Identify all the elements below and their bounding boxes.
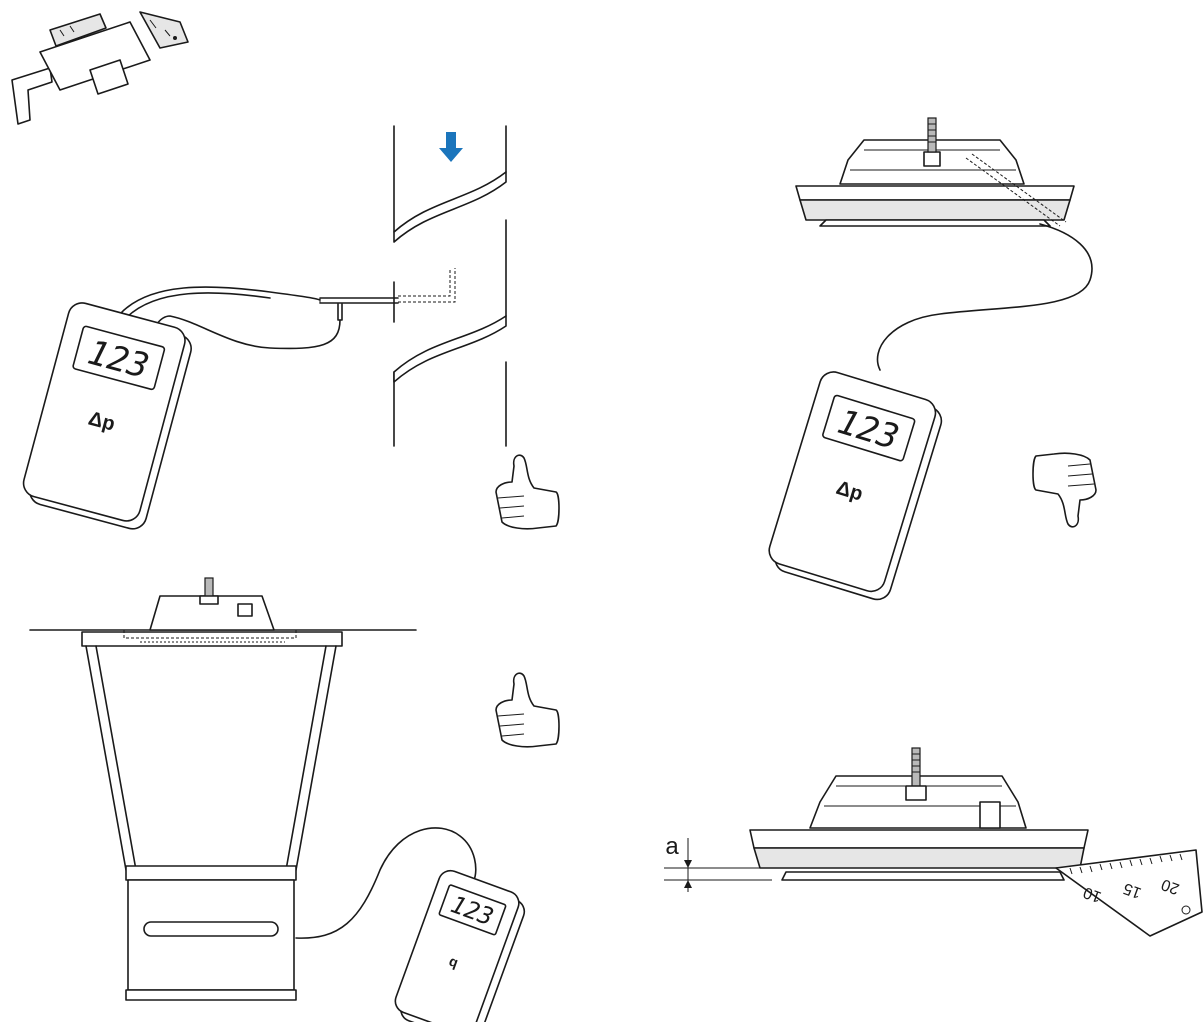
thumbs-up-icon bbox=[496, 455, 559, 529]
thumbs-up-icon bbox=[496, 673, 559, 747]
diffuser-probe-panel: 123 Δp bbox=[764, 118, 1092, 603]
hood-meter: 123 q bbox=[390, 867, 530, 1022]
duct-probe-panel: 123 Δp bbox=[19, 126, 506, 532]
hood-measurement-panel: 123 q bbox=[30, 578, 530, 1022]
diffuser-meter: 123 Δp bbox=[764, 368, 947, 602]
diffuser-gap-panel: a 10 15 20 bbox=[664, 748, 1202, 936]
flow-direction-arrow bbox=[439, 132, 463, 162]
thumbs-down-icon bbox=[1033, 453, 1096, 527]
gap-dimension-label: a bbox=[665, 833, 679, 860]
duct-meter: 123 Δp bbox=[19, 300, 196, 532]
adapter-clip-illustration bbox=[12, 12, 188, 124]
